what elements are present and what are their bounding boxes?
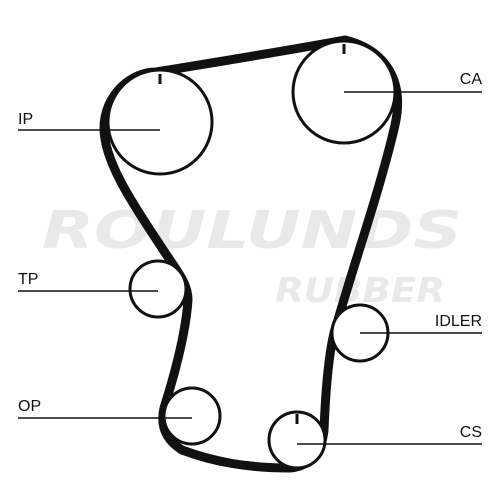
- label-ca: CA: [460, 71, 483, 88]
- pulley-ip: [106, 68, 214, 176]
- label-ip: IP: [18, 111, 33, 128]
- watermark: ROULUNDS RUBBER: [42, 201, 462, 311]
- pulley-cs: [267, 410, 327, 470]
- label-cs: CS: [460, 424, 482, 441]
- watermark-brand: ROULUNDS: [42, 201, 462, 261]
- label-op: OP: [18, 398, 41, 415]
- pulley-tp: [128, 259, 188, 319]
- label-idler: IDLER: [435, 313, 482, 330]
- pulley-op: [162, 386, 222, 446]
- label-tp: TP: [18, 271, 38, 288]
